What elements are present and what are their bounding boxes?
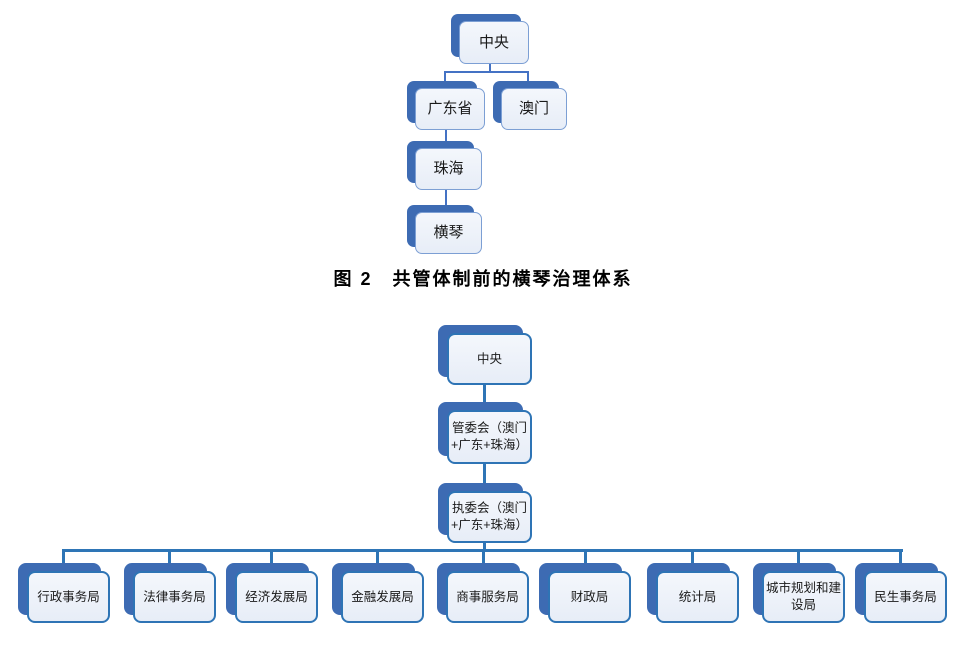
org2-node-central: 中央 xyxy=(438,325,532,385)
connector-line xyxy=(527,71,529,89)
org2-node-bureau-finance: 财政局 xyxy=(539,563,631,623)
connector-line xyxy=(376,549,379,566)
node-label: 中央 xyxy=(447,333,532,385)
node-label: 中央 xyxy=(459,21,529,64)
connector-line xyxy=(899,549,902,566)
connector-line xyxy=(62,549,65,566)
connector-line xyxy=(483,462,486,485)
node-label: 法律事务局 xyxy=(133,571,216,623)
connector-line xyxy=(489,64,491,72)
connector-line xyxy=(483,541,486,551)
connector-line xyxy=(445,189,447,214)
connector-line xyxy=(444,71,529,73)
org2-node-bureau-statistics: 统计局 xyxy=(647,563,739,623)
connector-line xyxy=(270,549,273,566)
org2-node-bureau-financial-development: 金融发展局 xyxy=(332,563,424,623)
node-label: 商事服务局 xyxy=(446,571,529,623)
org2-node-bureau-livelihood-affairs: 民生事务局 xyxy=(855,563,947,623)
org2-node-bureau-legal-affairs: 法律事务局 xyxy=(124,563,216,623)
org1-node-hengqin: 横琴 xyxy=(407,205,482,254)
node-label: 财政局 xyxy=(548,571,631,623)
org1-node-zhuhai: 珠海 xyxy=(407,141,482,190)
node-label: 城市规划和建 设局 xyxy=(762,571,845,623)
org2-node-management-committee: 管委会（澳门 +广东+珠海） xyxy=(438,402,532,464)
node-label: 广东省 xyxy=(415,88,485,130)
node-label: 统计局 xyxy=(656,571,739,623)
figure-caption: 图 2 共管体制前的横琴治理体系 xyxy=(333,269,633,289)
connector-line xyxy=(691,549,694,566)
org1-node-macau: 澳门 xyxy=(493,81,567,130)
node-label: 横琴 xyxy=(415,212,482,254)
connector-line xyxy=(482,549,485,566)
connector-line xyxy=(584,549,587,566)
org2-node-bureau-administrative-affairs: 行政事务局 xyxy=(18,563,110,623)
org2-node-executive-committee: 执委会（澳门 +广东+珠海） xyxy=(438,483,532,543)
org2-node-bureau-commercial-services: 商事服务局 xyxy=(437,563,529,623)
connector-line xyxy=(168,549,171,566)
connector-line xyxy=(444,71,446,89)
connector-line xyxy=(483,385,486,404)
node-label: 经济发展局 xyxy=(235,571,318,623)
node-label: 行政事务局 xyxy=(27,571,110,623)
org1-node-guangdong: 广东省 xyxy=(407,81,485,130)
node-label: 珠海 xyxy=(415,148,482,190)
org2-node-bureau-economic-development: 经济发展局 xyxy=(226,563,318,623)
node-label: 管委会（澳门 +广东+珠海） xyxy=(447,410,532,464)
node-label: 澳门 xyxy=(501,88,567,130)
connector-line xyxy=(445,129,447,150)
org1-node-central: 中央 xyxy=(451,14,529,64)
node-label: 金融发展局 xyxy=(341,571,424,623)
org2-node-bureau-urban-planning-construction: 城市规划和建 设局 xyxy=(753,563,845,623)
node-label: 民生事务局 xyxy=(864,571,947,623)
connector-line xyxy=(797,549,800,566)
node-label: 执委会（澳门 +广东+珠海） xyxy=(447,491,532,543)
